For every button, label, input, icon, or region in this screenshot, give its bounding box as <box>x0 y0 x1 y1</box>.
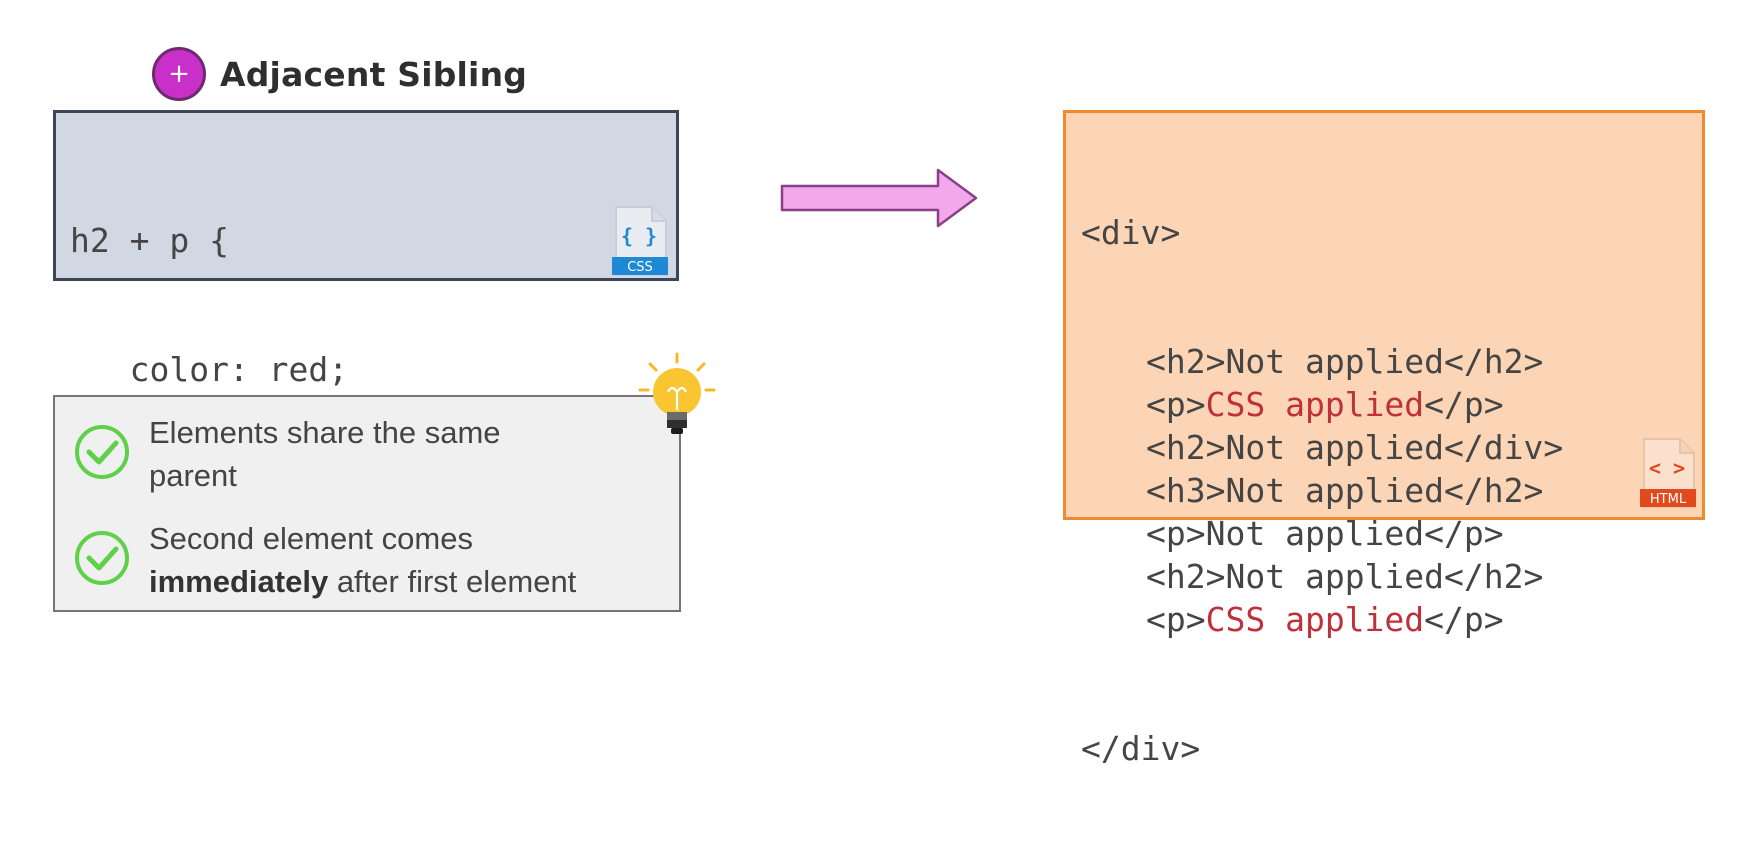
html-open-tag: <h2> <box>1146 428 1226 467</box>
html-line-text: Not applied <box>1225 342 1445 381</box>
html-line-text: CSS applied <box>1205 600 1425 639</box>
html-close-tag: </h2> <box>1444 471 1544 510</box>
check-circle-icon <box>75 425 129 479</box>
html-code-box: <div> <h2>Not applied</h2><p>CSS applied… <box>1063 110 1705 768</box>
note-item: Second element comes immediately after f… <box>73 517 576 603</box>
arrow-right-icon <box>780 168 978 228</box>
html-open-tag: <h2> <box>1146 342 1226 381</box>
html-open-tag: <h2> <box>1146 557 1226 596</box>
css-code: h2 + p { color: red; } <box>70 133 348 606</box>
html-line-text: Not applied <box>1225 428 1445 467</box>
note-lead: Second element comes <box>149 521 473 556</box>
html-line-text: Not applied <box>1225 471 1445 510</box>
lightbulb-icon <box>638 352 716 434</box>
note-item: Elements share the same parent <box>73 411 579 497</box>
note-rest: after first element <box>328 564 577 599</box>
note-emphasis: immediately <box>149 564 329 599</box>
html-open-tag: <p> <box>1146 514 1206 553</box>
html-code-line: <p>Not applied</p> <box>1081 512 1563 555</box>
note-text: Second element comes immediately after f… <box>149 517 576 603</box>
html-line-text: Not applied <box>1225 557 1445 596</box>
html-file-icon: < > HTML <box>1640 438 1696 508</box>
html-open-tag: <div> <box>1081 213 1181 252</box>
html-code-line: <h2>Not applied</h2> <box>1081 555 1563 598</box>
html-code-line: <h2>Not applied</h2> <box>1081 340 1563 383</box>
html-file-glyph: < > <box>1649 456 1685 480</box>
html-close-tag: </h2> <box>1444 557 1544 596</box>
html-code: <div> <h2>Not applied</h2><p>CSS applied… <box>1081 125 1563 856</box>
section-header: + Adjacent Sibling <box>152 44 527 104</box>
html-code-line: <p>CSS applied</p> <box>1081 598 1563 641</box>
section-title: Adjacent Sibling <box>220 54 528 94</box>
html-close-tag: </p> <box>1424 600 1504 639</box>
css-code-line: h2 + p { <box>70 221 229 260</box>
html-code-line: <h2>Not applied</div> <box>1081 426 1563 469</box>
css-code-line: color: red; <box>70 350 349 389</box>
css-code-box: h2 + p { color: red; } { } CSS <box>53 110 679 518</box>
html-close-tag: </p> <box>1424 385 1504 424</box>
html-line-text: Not applied <box>1205 514 1425 553</box>
plus-icon: + <box>152 47 206 101</box>
badge-symbol: + <box>168 59 190 89</box>
css-file-label: CSS <box>627 260 653 275</box>
notes-box: Elements share the same parent Second el… <box>53 395 681 612</box>
html-file-label: HTML <box>1650 492 1687 507</box>
html-code-line: <p>CSS applied</p> <box>1081 383 1563 426</box>
html-close-tag: </div> <box>1081 729 1201 768</box>
check-circle-icon <box>75 531 129 585</box>
html-close-tag: </div> <box>1444 428 1564 467</box>
html-open-tag: <p> <box>1146 600 1206 639</box>
html-open-tag: <p> <box>1146 385 1206 424</box>
html-line-text: CSS applied <box>1205 385 1425 424</box>
css-file-icon: { } CSS <box>612 206 668 276</box>
css-file-glyph: { } <box>621 224 657 248</box>
html-code-line: <h3>Not applied</h2> <box>1081 469 1563 512</box>
html-close-tag: </p> <box>1424 514 1504 553</box>
html-close-tag: </h2> <box>1444 342 1544 381</box>
note-text: Elements share the same parent <box>149 415 501 493</box>
html-open-tag: <h3> <box>1146 471 1226 510</box>
